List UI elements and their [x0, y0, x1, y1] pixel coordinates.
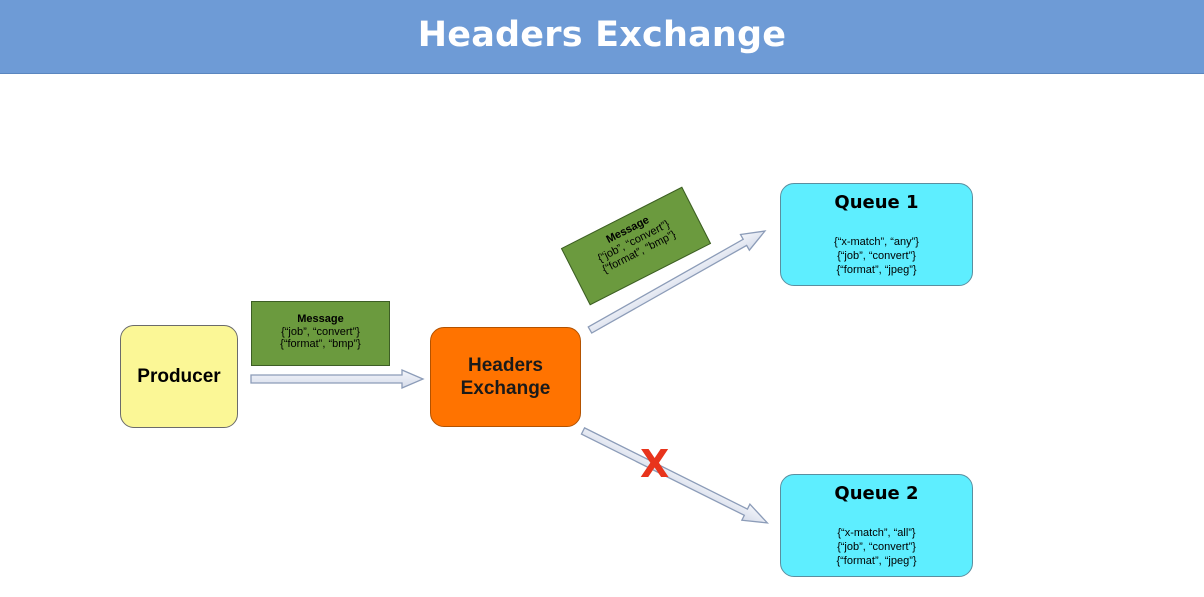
producer-node: Producer — [120, 325, 238, 428]
queue1-arg-job: {“job”, “convert”} — [837, 250, 916, 262]
exchange-label-line2: Exchange — [460, 378, 551, 399]
queue1-arg-format: {“format”, “jpeg”} — [836, 264, 917, 276]
arrow-exchange-to-queue1 — [587, 230, 767, 334]
producer-label: Producer — [137, 365, 221, 387]
queue1-arg-xmatch: {“x-match”, “any”} — [834, 236, 919, 248]
arrow-producer-to-exchange — [250, 369, 425, 389]
queue1-title: Queue 1 — [834, 192, 919, 213]
queue2-arg-xmatch: {“x-match”, “all”} — [837, 527, 916, 539]
queue2-node: Queue 2 {“x-match”, “all”} {“job”, “conv… — [780, 474, 973, 577]
queue2-title: Queue 2 — [834, 483, 919, 504]
message-title: Message — [297, 313, 344, 325]
exchange-label-line1: Headers — [468, 355, 543, 376]
page-title: Headers Exchange — [417, 14, 787, 55]
rejected-x-icon: X — [640, 442, 670, 486]
message-header-job: {“job”, “convert”} — [281, 326, 360, 338]
queue1-binding-args: {“x-match”, “any”} {“job”, “convert”} {“… — [781, 235, 972, 277]
title-banner: Headers Exchange — [0, 0, 1204, 74]
headers-exchange-node: Headers Exchange — [430, 327, 581, 427]
queue1-node: Queue 1 {“x-match”, “any”} {“job”, “conv… — [780, 183, 973, 286]
queue2-binding-args: {“x-match”, “all”} {“job”, “convert”} {“… — [781, 526, 972, 568]
message-header-format: {“format”, “bmp”} — [280, 338, 361, 350]
queue2-arg-format: {“format”, “jpeg”} — [836, 555, 917, 567]
queue2-arg-job: {“job”, “convert”} — [837, 541, 916, 553]
arrow-exchange-to-queue2 — [580, 426, 770, 524]
message-to-exchange: Message {“job”, “convert”} {“format”, “b… — [251, 301, 390, 366]
